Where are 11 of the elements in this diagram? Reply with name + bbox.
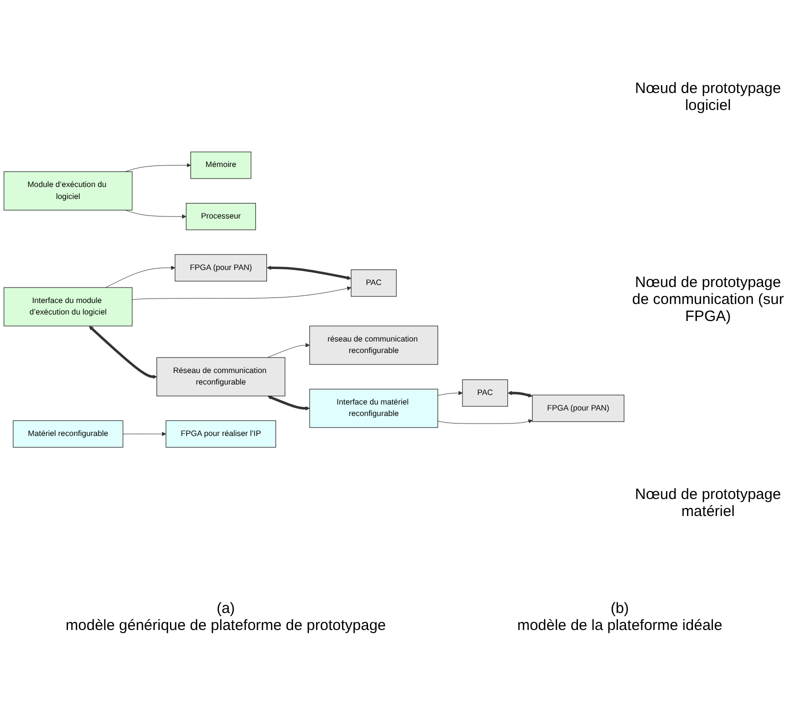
bracket-label: Nœud de prototypage de communication (sur FPGA) bbox=[631, 274, 785, 326]
arrow bbox=[508, 391, 533, 398]
panel-caption: modèle générique de plateforme de prototypage bbox=[66, 617, 386, 634]
arrow bbox=[267, 396, 310, 411]
panel-letter: (a) bbox=[216, 600, 235, 617]
bracket-label: Nœud de prototypage matériel bbox=[634, 486, 782, 520]
arrow bbox=[266, 266, 352, 280]
arrow bbox=[89, 326, 157, 380]
panel-letter: (b) bbox=[610, 600, 629, 617]
bracket-label: Nœud de prototypage logiciel bbox=[634, 80, 782, 114]
panel-caption: modèle de la plateforme idéale bbox=[517, 617, 722, 634]
